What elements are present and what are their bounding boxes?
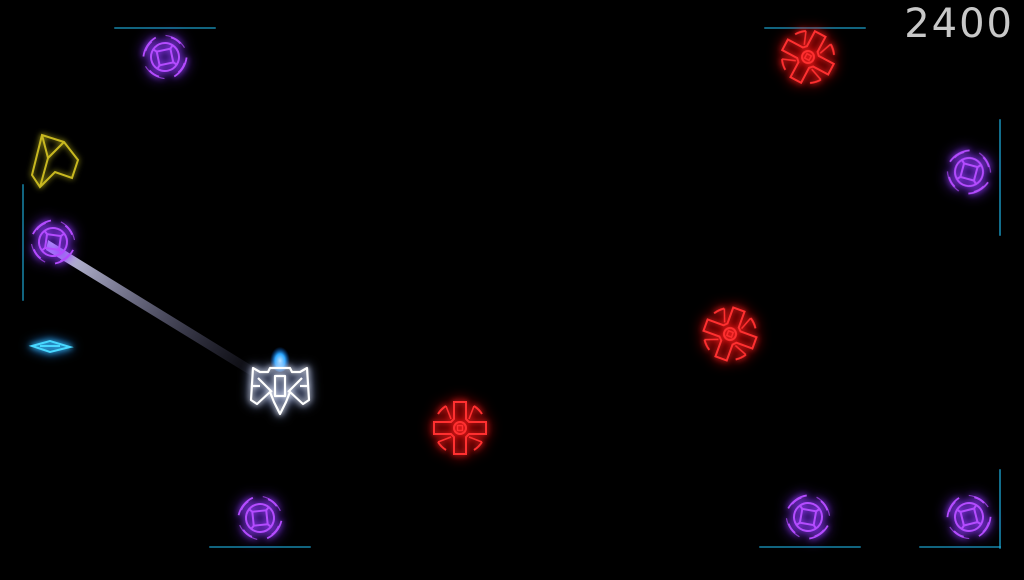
grunt-enemy [771,20,845,94]
wanderer-enemy [782,491,834,543]
grunt-enemy [695,299,765,369]
thruster-flame [270,344,290,372]
wanderer-enemy [235,493,285,543]
arena-border [22,27,1001,549]
laser-beam [46,240,262,380]
wedge-enemy [30,133,80,189]
wanderer-enemy [942,490,996,544]
grunt-enemy [433,401,487,455]
player-ship [249,344,311,416]
score-display: 2400 [904,1,1014,47]
dart-enemy [28,339,74,354]
wanderer-enemy [942,145,996,199]
wanderer-enemy [139,31,191,83]
